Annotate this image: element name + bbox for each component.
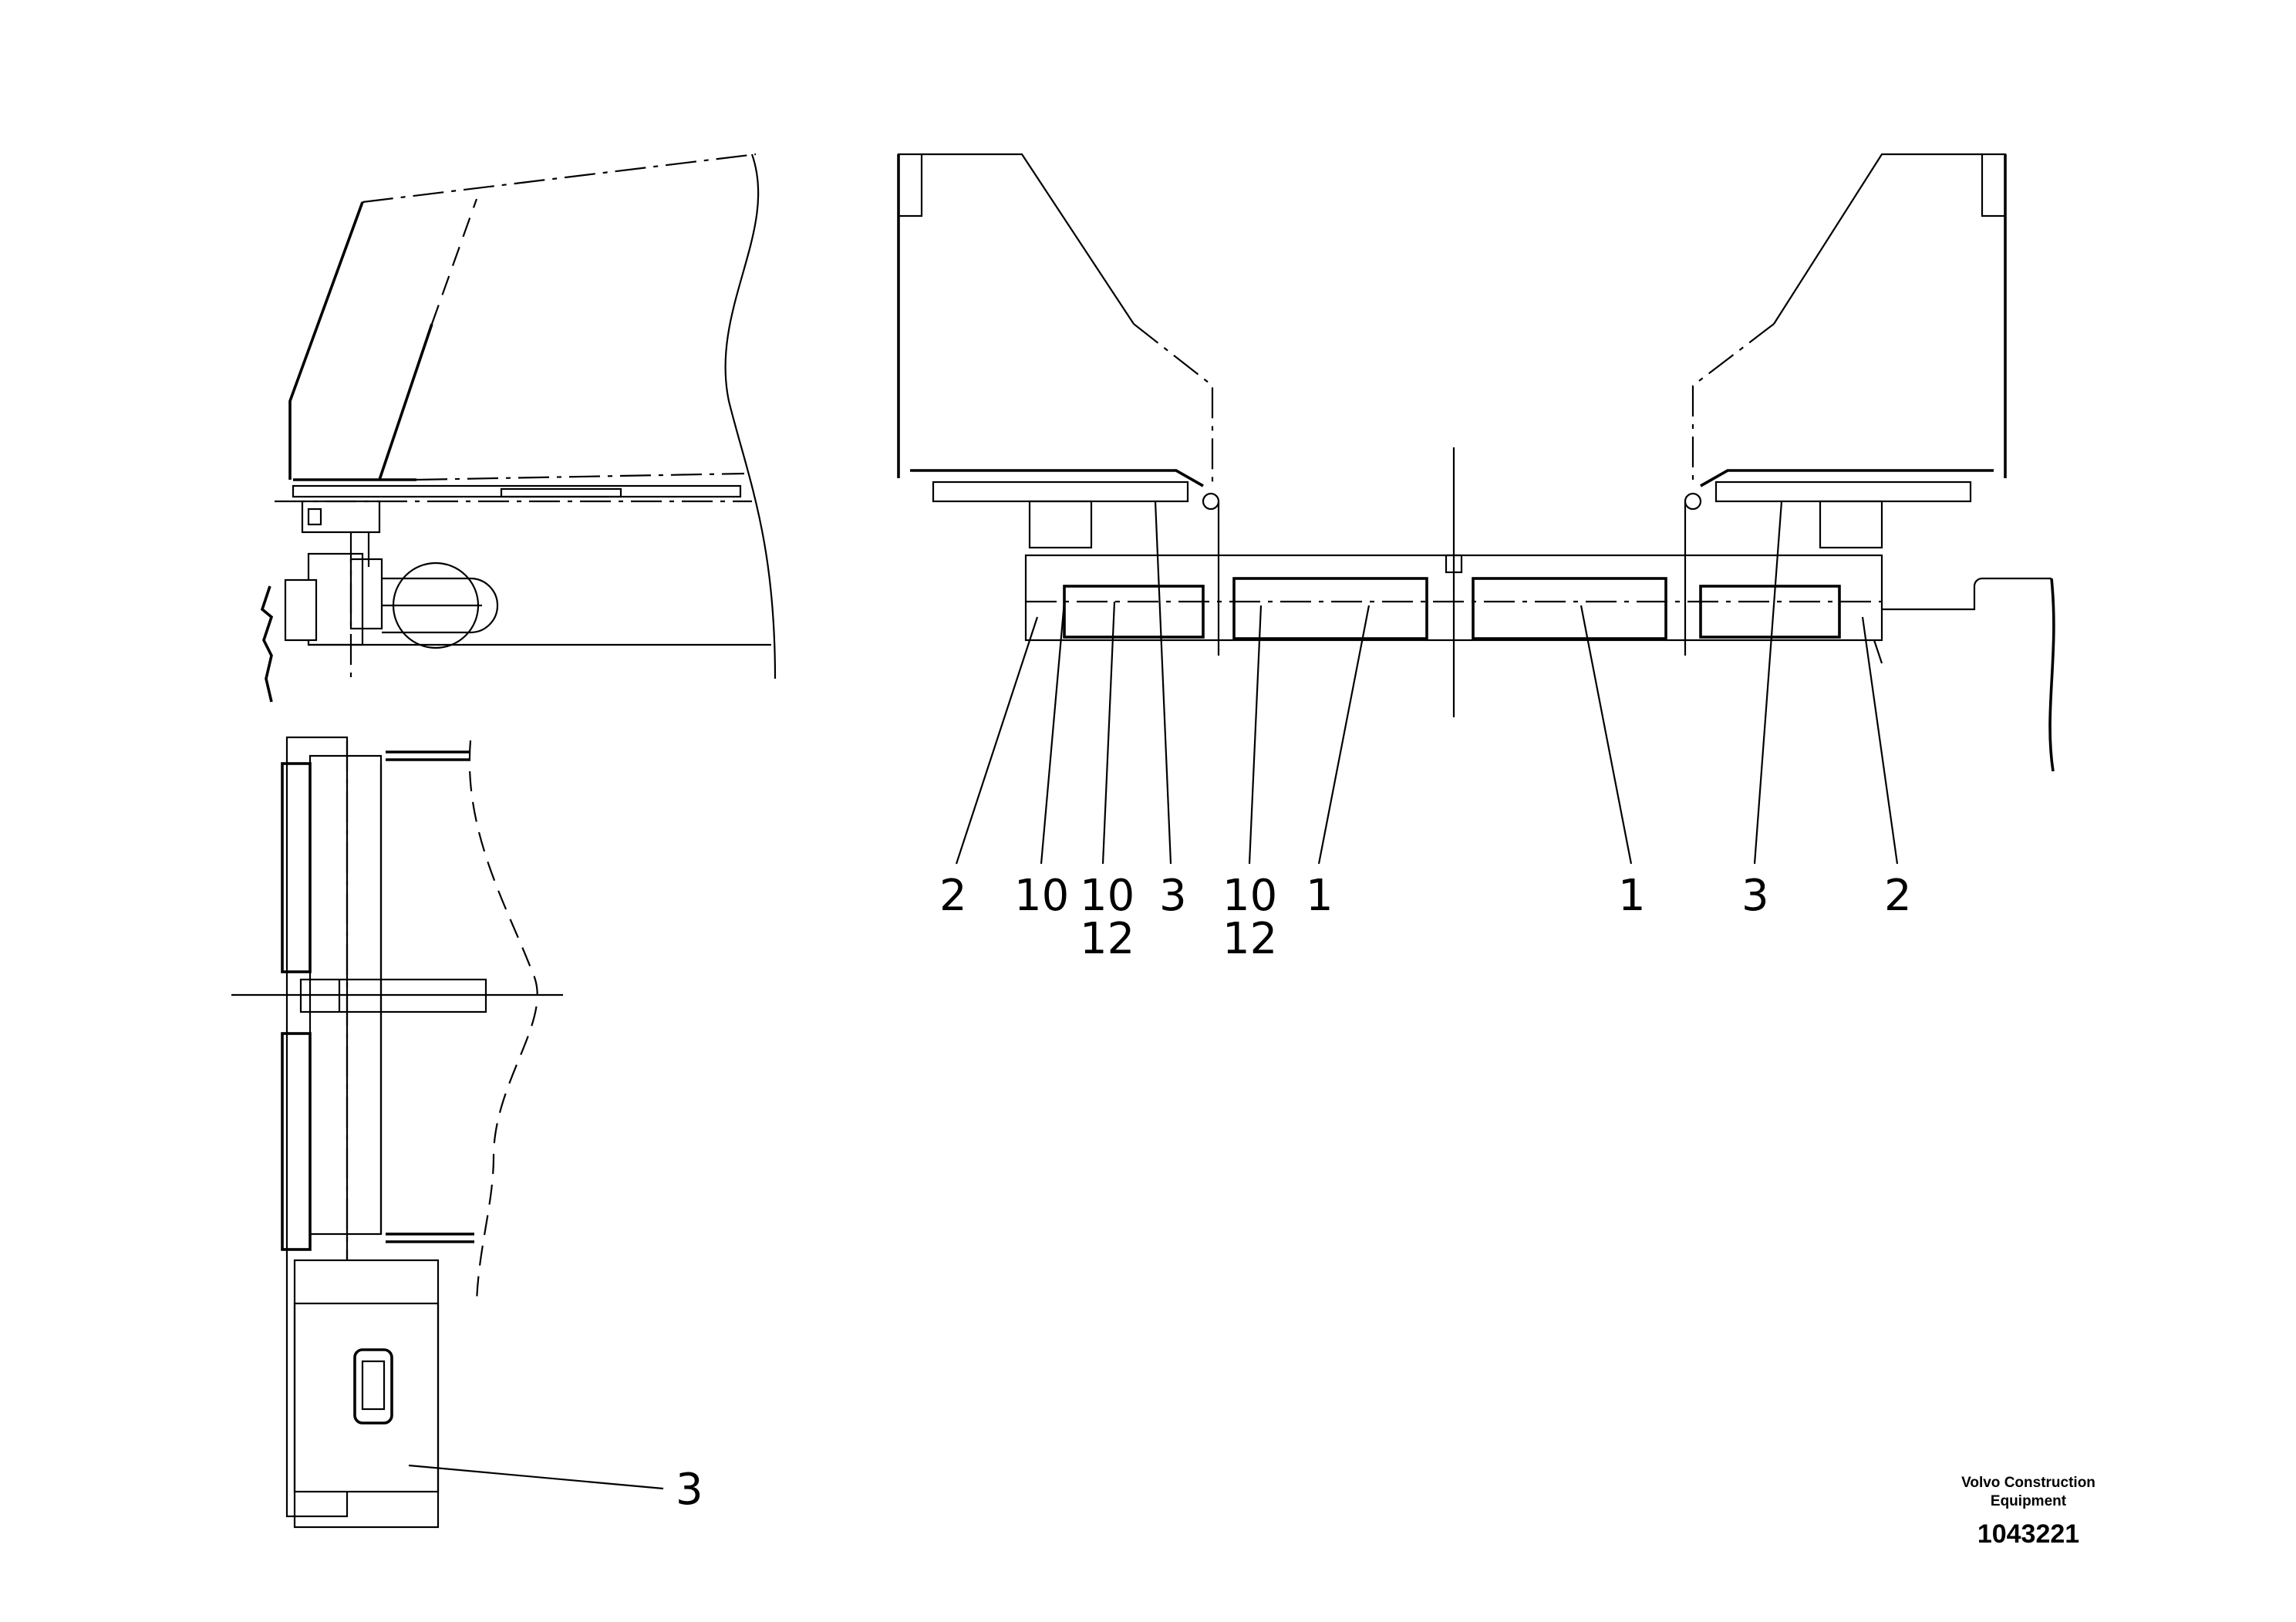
- callout-1-right: 1: [1618, 871, 1646, 921]
- logo-line-2: Equipment: [1991, 1493, 2067, 1509]
- plan-view-bottom: 3: [231, 736, 703, 1529]
- title-block: Volvo Construction Equipment 1043221: [1961, 1475, 2095, 1549]
- callout-10-c: 10: [1222, 871, 1277, 921]
- callout-3-right: 3: [1741, 871, 1769, 921]
- callout-12-a: 12: [1080, 914, 1135, 964]
- callout-10-b: 10: [1080, 871, 1135, 921]
- callout-2-left: 2: [939, 871, 967, 921]
- side-view-top: [260, 153, 777, 703]
- logo-line-1: Volvo Construction: [1961, 1475, 2095, 1491]
- front-view-main: 2 10 10 12 3 10 12 1 1 3 2: [897, 153, 2055, 964]
- callout-10-a: 10: [1014, 871, 1069, 921]
- callout-12-b: 12: [1222, 914, 1277, 964]
- callout-3-left: 3: [1159, 871, 1187, 921]
- callout-2-right: 2: [1884, 871, 1912, 921]
- callout-side: 3: [676, 1465, 703, 1515]
- callout-1-left: 1: [1306, 871, 1333, 921]
- document-number: 1043221: [1977, 1519, 2079, 1549]
